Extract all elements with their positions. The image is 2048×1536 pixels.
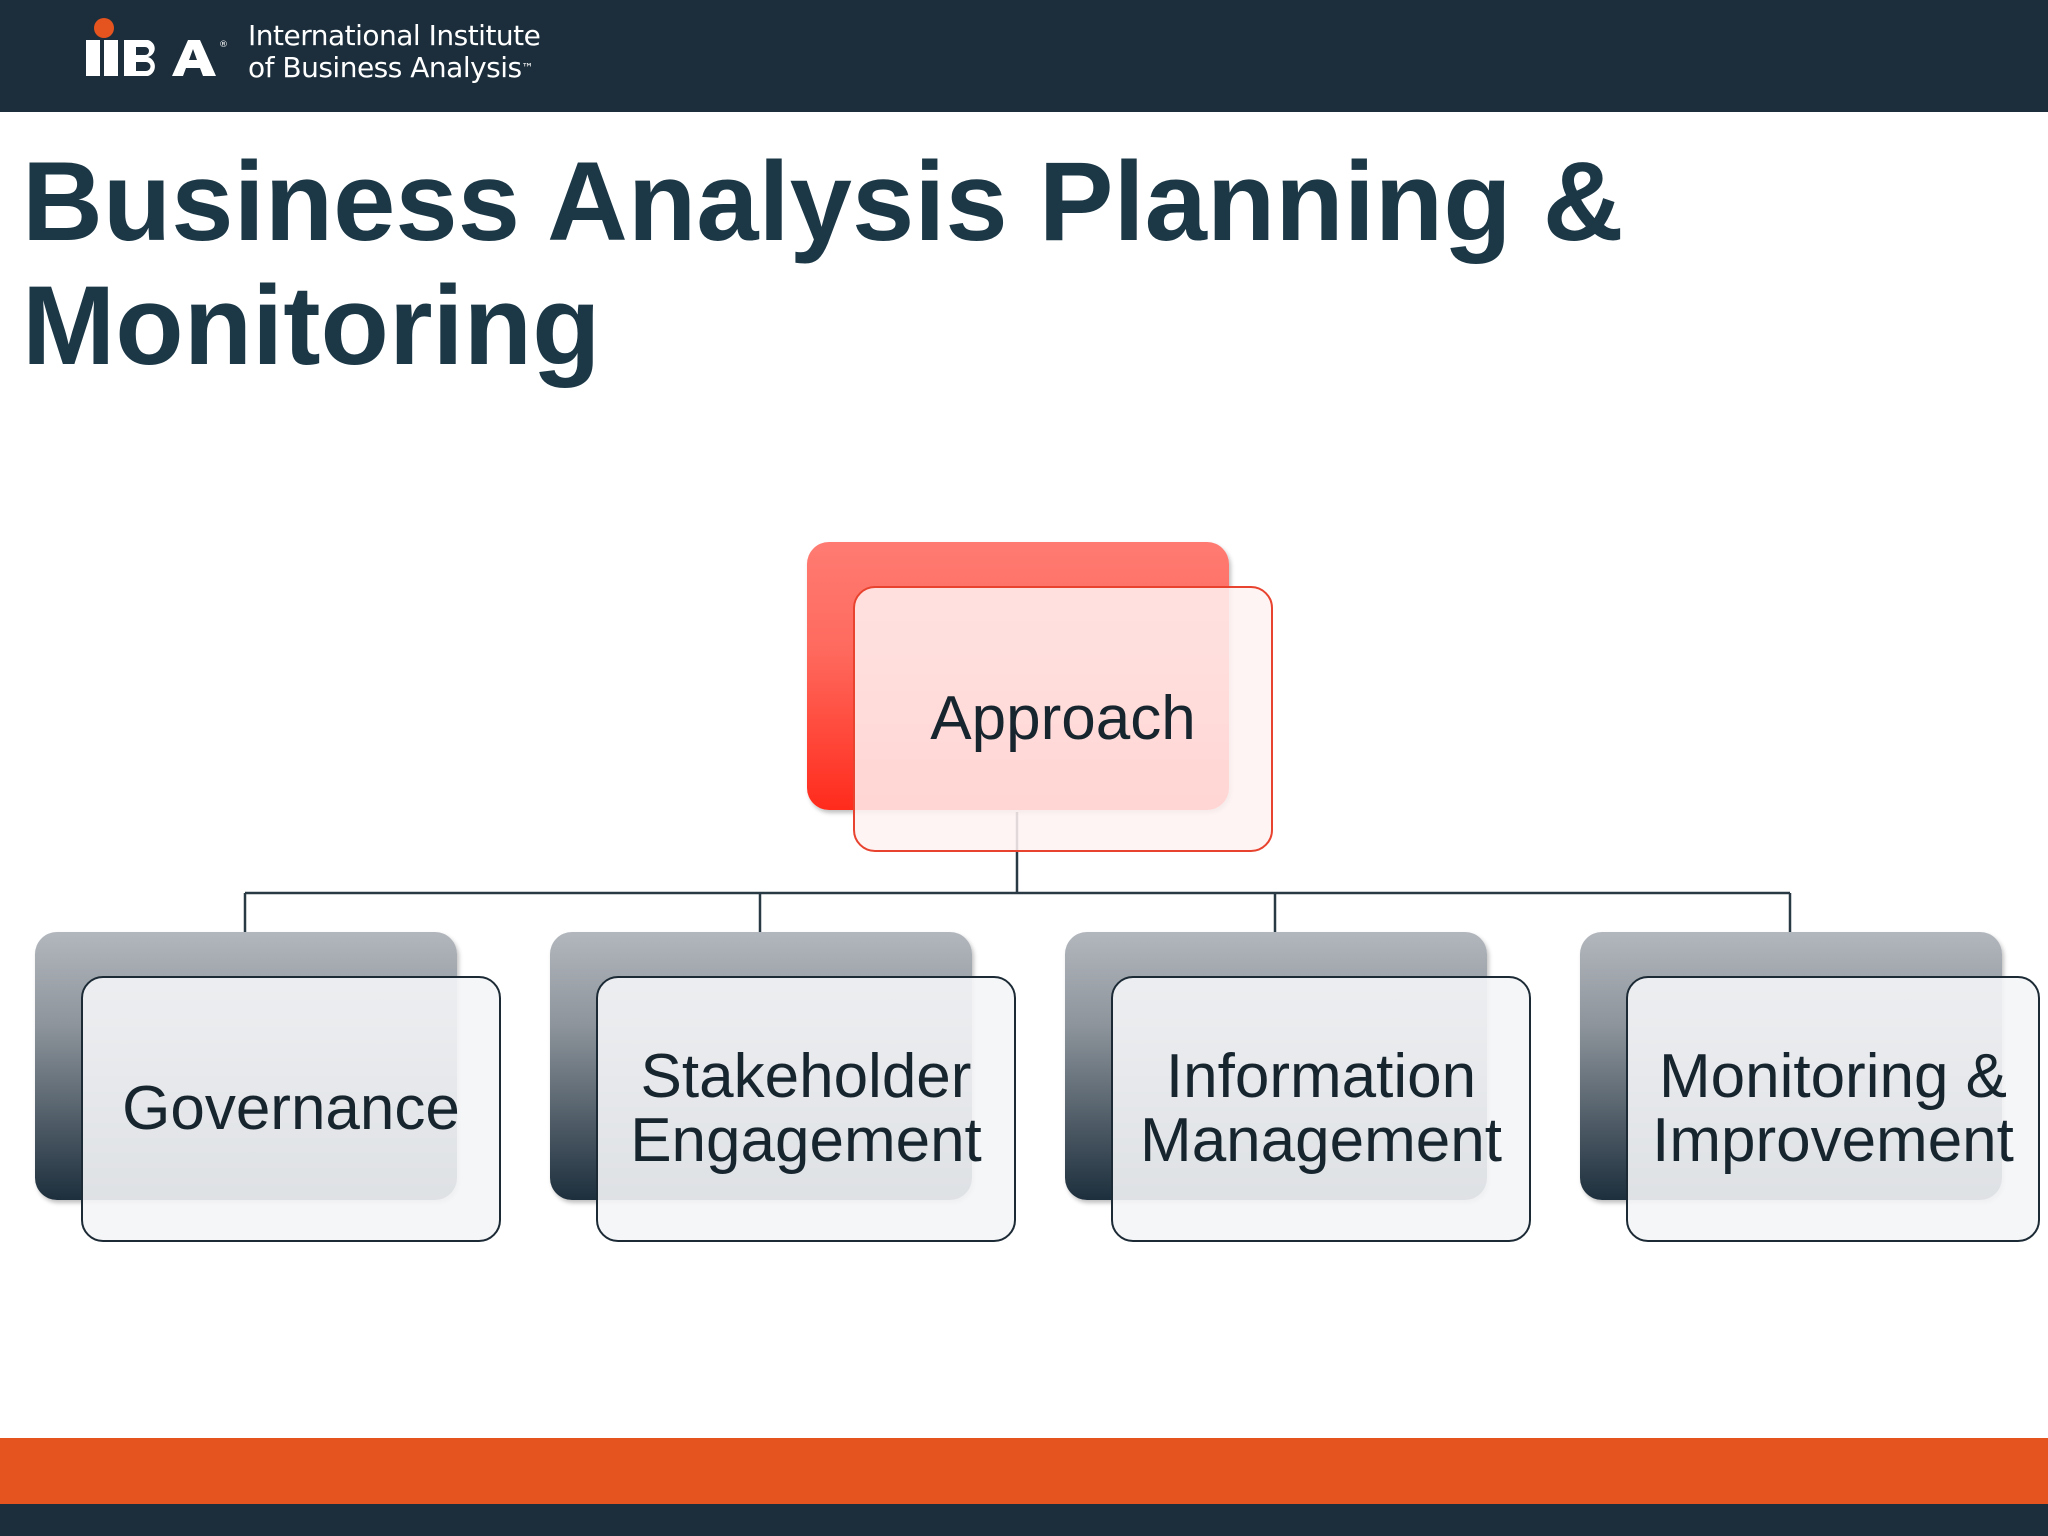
node-approach: Approach	[807, 542, 1273, 852]
node-monitoring-improvement-label-line2: Improvement	[1652, 1106, 2014, 1175]
node-stakeholder-engagement-front: Stakeholder Engagement	[596, 976, 1016, 1242]
node-approach-front: Approach	[853, 586, 1273, 852]
node-information-management-front: Information Management	[1111, 976, 1531, 1242]
node-approach-label: Approach	[930, 684, 1196, 753]
node-monitoring-improvement-label-line1: Monitoring &	[1658, 1042, 2008, 1111]
slide-title-line2: Monitoring	[22, 263, 601, 388]
node-stakeholder-engagement: Stakeholder Engagement	[550, 932, 1016, 1242]
footer-accent-bar	[0, 1438, 2048, 1504]
node-stakeholder-engagement-label-line2: Engagement	[630, 1106, 982, 1175]
slide-title-line1: Business Analysis Planning &	[22, 139, 1624, 264]
brand-name-line1: International Institute	[248, 19, 541, 52]
footer-dark-bar	[0, 1504, 2048, 1536]
slide-title: Business Analysis Planning & Monitoring	[22, 140, 2002, 388]
trademark-mark: ™	[521, 61, 534, 75]
node-information-management-label-line1: Information	[1165, 1042, 1477, 1111]
iiba-logo-icon: ®	[86, 18, 228, 76]
brand-name-line2: of Business Analysis™	[248, 51, 534, 84]
header-bar: ® International Institute of Business An…	[0, 0, 2048, 112]
node-stakeholder-engagement-label-line1: Stakeholder	[640, 1042, 972, 1111]
registered-mark: ®	[219, 40, 228, 50]
node-governance-label: Governance	[122, 1074, 460, 1143]
node-information-management: Information Management	[1065, 932, 1531, 1242]
node-governance: Governance	[35, 932, 501, 1242]
node-monitoring-improvement-front: Monitoring & Improvement	[1626, 976, 2040, 1242]
node-information-management-label-line2: Management	[1140, 1106, 1502, 1175]
node-governance-front: Governance	[81, 976, 501, 1242]
node-monitoring-improvement: Monitoring & Improvement	[1580, 932, 2040, 1242]
brand-name: International Institute of Business Anal…	[248, 19, 541, 84]
